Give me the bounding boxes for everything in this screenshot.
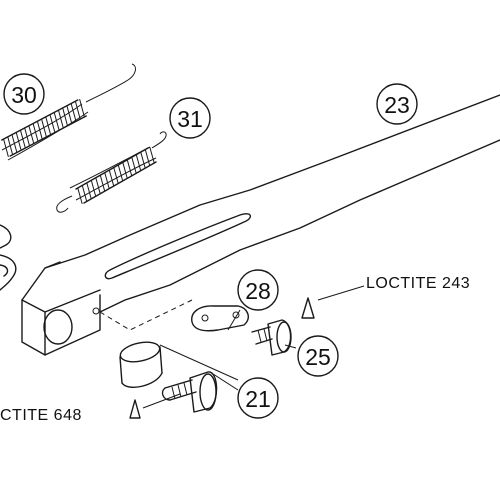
label-loctite-648: CTITE 648 xyxy=(0,407,82,424)
svg-text:30: 30 xyxy=(11,82,37,108)
callout-28: 28 xyxy=(237,269,279,311)
clip-28 xyxy=(191,305,249,332)
screw-25 xyxy=(251,319,292,356)
bushing-21 xyxy=(119,341,163,388)
callout-25: 25 xyxy=(297,335,339,377)
svg-text:21: 21 xyxy=(245,386,271,412)
callout-31: 31 xyxy=(169,97,211,139)
callout-23: 23 xyxy=(376,83,418,125)
bolt-21 xyxy=(161,371,218,413)
label-loctite-243: LOCTITE 243 xyxy=(366,275,470,292)
cut-off-part xyxy=(0,224,17,291)
svg-text:28: 28 xyxy=(245,278,271,304)
spring-30 xyxy=(1,63,136,161)
leader-lines xyxy=(99,299,297,391)
callout-30: 30 xyxy=(3,73,45,115)
svg-text:25: 25 xyxy=(305,344,331,370)
pin-loctite-648 xyxy=(129,393,181,419)
svg-text:23: 23 xyxy=(384,92,410,118)
pin-loctite-243 xyxy=(301,285,365,319)
side-stand-23 xyxy=(21,94,500,356)
callout-21: 21 xyxy=(237,377,279,419)
svg-text:31: 31 xyxy=(177,106,203,132)
spring-31 xyxy=(56,131,167,213)
